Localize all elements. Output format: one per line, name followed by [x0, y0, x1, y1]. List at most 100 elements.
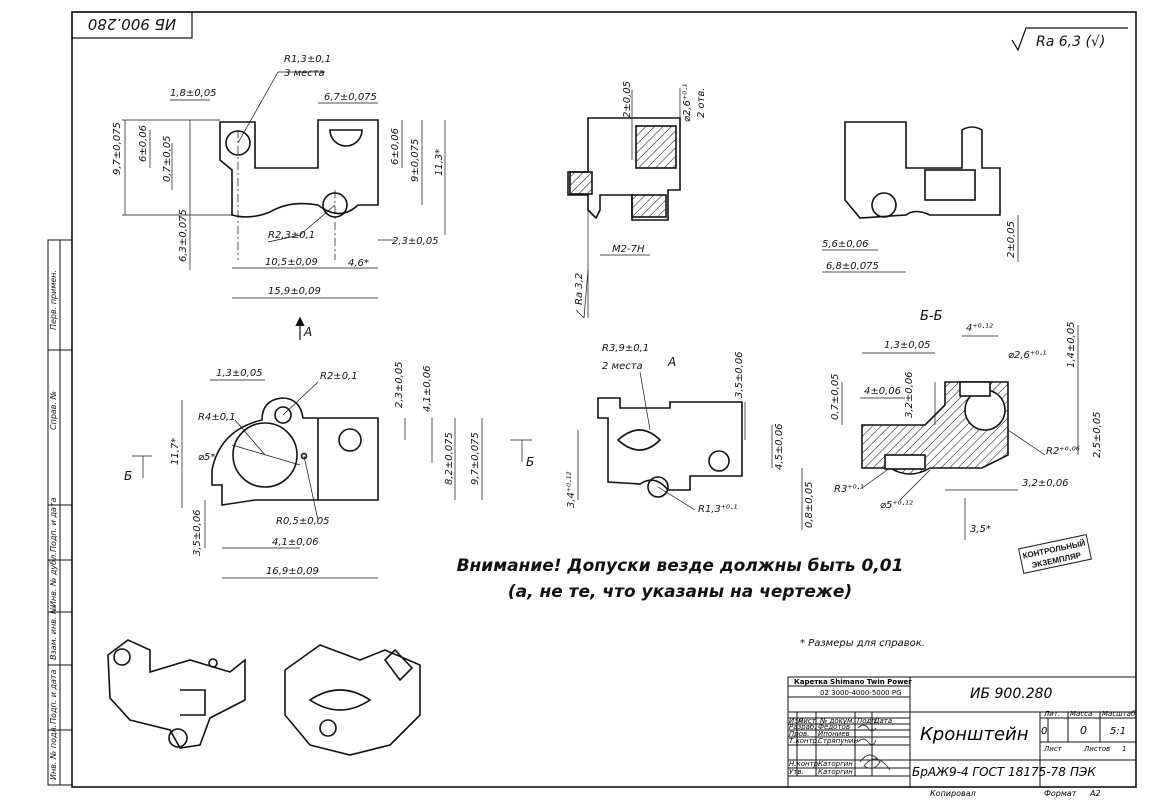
tb-project-code: 02 3000-4000-5000 PG [820, 689, 902, 697]
tb-hdr: № докум. [819, 717, 855, 725]
dim-text: 4⁺⁰·¹² [966, 323, 993, 334]
dim-text: 6,7±0,075 [324, 92, 377, 103]
tb-name: Стряпунин [818, 737, 858, 745]
dim-text: 1,8±0,05 [170, 88, 217, 99]
svg-text:Ra 6,3 (√): Ra 6,3 (√) [1036, 34, 1105, 50]
dim-text: 2,3±0,05 [392, 236, 439, 247]
dim-text: 0,7±0,05 [162, 135, 173, 182]
view-section-small-dims [575, 88, 681, 319]
dim-text: 2 места [602, 361, 643, 372]
dim-text: R2,3±0,1 [268, 230, 315, 241]
dim-text: 6±0,06 [138, 125, 149, 162]
view-side-dims [822, 215, 1019, 273]
dim-text: 11,7* [170, 438, 181, 465]
strip-label: Подп. и дата [49, 497, 58, 552]
tb-name: Каторгин [818, 768, 853, 776]
dim-text: 9±0,075 [410, 139, 421, 182]
dim-text: 4,1±0,06 [272, 537, 319, 548]
section-title: Б-Б [920, 309, 943, 324]
notice-line-2: (а, не те, что указаны на чертеже) [507, 582, 853, 602]
dim-text: 4,5±0,06 [774, 423, 785, 470]
tb-col-mass: Масса [1070, 710, 1092, 718]
dim-text: 3,5±0,06 [192, 509, 203, 556]
strip-label: Подп. и дата [49, 669, 58, 724]
side-strip [47, 239, 73, 786]
view-section-bb-dims [771, 325, 1079, 540]
dim-text: 9,7±0,075 [470, 432, 481, 485]
view-side [844, 121, 1001, 219]
dim-text: 3,5±0,06 [734, 351, 745, 398]
dim-text: 0,7±0,05 [830, 373, 841, 420]
tb-project: Каретка Shimano Twin Power [794, 678, 912, 686]
tb-sheet-label: Лист [1043, 745, 1063, 753]
tb-org: ПЭК [1070, 765, 1096, 779]
tb-sheets-value: 1 [1122, 745, 1126, 753]
dim-text: 1,3±0,05 [216, 368, 263, 379]
view-front-dims [122, 71, 446, 299]
tb-format-label: Формат [1044, 789, 1077, 798]
dim-text: 2,5±0,05 [1092, 411, 1103, 458]
roughness-symbol: Ra 6,3 (√) [1011, 27, 1128, 52]
title-block [787, 676, 1137, 788]
dim-text: R0,5±0,05 [276, 516, 330, 527]
dim-text: 3,2±0,06 [904, 371, 915, 418]
dim-text: R1,3±0,1 [284, 54, 331, 65]
tb-sheets-label: Листов [1083, 745, 1110, 753]
dim-text: 3,4⁺⁰·¹² [566, 472, 577, 508]
tb-col-scale: Масштаб [1102, 710, 1136, 718]
tb-hdr: Дата [873, 717, 892, 725]
dim-text: Ra 3,2 [574, 273, 585, 305]
view-a [597, 397, 743, 498]
tb-copied: Копировал [930, 789, 976, 798]
dim-text: 4,1±0,06 [422, 365, 433, 412]
dim-text: 16,9±0,09 [266, 566, 319, 577]
tb-col-lit: Лит. [1043, 710, 1060, 718]
dim-text: ⌀5* [198, 452, 215, 463]
view-title: А [667, 355, 676, 369]
dim-text: R1,3⁺⁰·¹ [698, 504, 737, 515]
view-arrow-label: А [303, 325, 312, 339]
tb-part-name: Кронштейн [920, 724, 1029, 745]
dim-text: 10,5±0,09 [265, 257, 318, 268]
isometric-view-1 [107, 639, 246, 749]
dim-text: R4±0,1 [198, 412, 236, 423]
tb-hdr: Подп. [857, 717, 878, 725]
tb-designation: ИБ 900.280 [970, 686, 1053, 702]
dim-text: 0,8±0,05 [804, 481, 815, 528]
section-mark: Б [526, 455, 534, 469]
strip-label: Справ. № [49, 391, 58, 430]
dim-text: 2±0,05 [622, 81, 633, 118]
dim-text: 9,7±0,075 [112, 122, 123, 175]
strip-label: Взам. инв. № [49, 606, 58, 660]
tb-hdr: Изм. [789, 717, 805, 725]
tb-role: Н.контр. [789, 760, 820, 768]
tb-role: Разраб. [789, 723, 817, 731]
notice-line-1: Внимание! Допуски везде должны быть 0,01 [456, 556, 904, 576]
tb-scale-value: 5:1 [1110, 726, 1126, 737]
dim-text: 1,3±0,05 [884, 340, 931, 351]
dim-text: 8,2±0,075 [444, 432, 455, 485]
section-mark: Б [124, 469, 132, 483]
dim-text: 4,6* [348, 258, 369, 269]
tb-mass-value: 0 [1080, 724, 1087, 737]
dim-text: 3 места [284, 68, 325, 79]
dim-text: 15,9±0,09 [268, 286, 321, 297]
reference-note: * Размеры для справок. [800, 638, 925, 649]
view-section-small [567, 117, 681, 221]
view-top-dims [132, 379, 532, 579]
tb-name: Федотов [818, 723, 850, 731]
dim-text: 6,3±0,075 [178, 209, 189, 262]
dim-text: 6,8±0,075 [826, 261, 879, 272]
dim-text: M2-7H [612, 244, 645, 255]
dim-text: 3,2±0,06 [1022, 478, 1069, 489]
tb-name: Ипониев [818, 730, 850, 738]
tb-hdr: Лист [797, 717, 817, 725]
dim-text: 2 отв. [696, 87, 707, 118]
view-a-dims [577, 371, 746, 511]
doc-code-rotated: ИБ 900.280 [88, 15, 176, 33]
signature-scribble [857, 724, 891, 771]
strip-label: Инв. № дубл. [49, 552, 58, 607]
tb-role: Пров. [789, 730, 809, 738]
view-top [211, 397, 379, 506]
